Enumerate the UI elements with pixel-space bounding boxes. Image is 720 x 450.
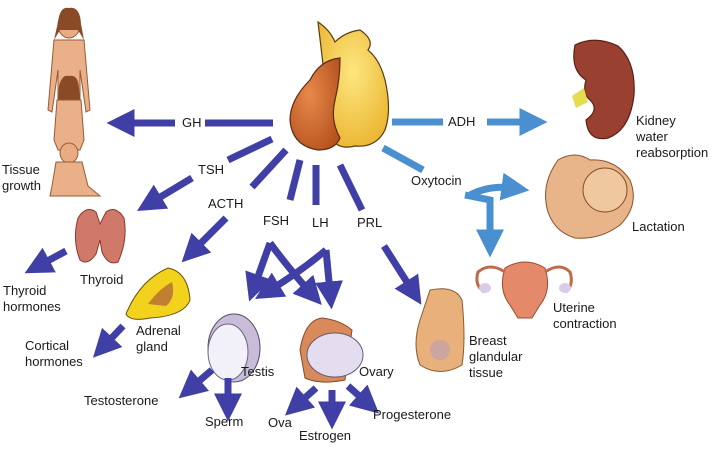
label-kidney-water-reabsorption: Kidney water reabsorption — [636, 113, 709, 160]
label-testis: Testis — [241, 364, 275, 379]
prl-arrow-head — [381, 244, 422, 305]
acth-arrow — [249, 147, 289, 190]
testis-icon — [207, 313, 261, 383]
uterus-icon — [475, 261, 573, 319]
fsh-split-arrows — [245, 241, 274, 302]
prl-arrow — [336, 163, 366, 212]
label-testosterone: Testosterone — [84, 393, 159, 408]
label-adh: ADH — [448, 114, 476, 129]
progesterone-arrow — [345, 383, 380, 414]
posterior-hormone-arrows — [381, 108, 548, 258]
lactation-arrow — [468, 172, 530, 201]
label-lactation: Lactation — [632, 219, 685, 234]
tsh-arrow-head — [136, 174, 194, 212]
label-progesterone: Progesterone — [373, 407, 452, 422]
label-estrogen: Estrogen — [299, 428, 352, 443]
label-acth: ACTH — [208, 196, 244, 211]
thyroid-icon — [74, 209, 126, 264]
oxytocin-split-arrow — [464, 191, 504, 258]
acth-arrow-head — [181, 215, 229, 263]
label-prl: PRL — [357, 215, 383, 230]
breastfeeding-icon — [545, 154, 634, 239]
adrenal-gland-icon — [125, 267, 191, 320]
oxytocin-arrow — [381, 144, 425, 174]
label-gh: GH — [182, 115, 202, 130]
lh-split-arrows — [315, 249, 343, 310]
label-thyroid-hormones: Thyroid hormones — [3, 283, 61, 314]
label-uterine-contraction: Uterine contraction — [553, 300, 617, 331]
anterior-hormone-arrows — [24, 109, 422, 430]
kidney-icon — [572, 39, 635, 140]
label-adrenal-gland: Adrenal gland — [136, 323, 181, 354]
label-tsh: TSH — [198, 162, 224, 177]
label-sperm: Sperm — [205, 414, 244, 429]
ovary-icon — [299, 317, 364, 383]
label-ova: Ova — [268, 415, 292, 430]
fsh-arrow — [286, 159, 304, 201]
label-thyroid: Thyroid — [80, 272, 124, 287]
label-fsh: FSH — [263, 213, 289, 228]
label-lh: LH — [312, 215, 329, 230]
human-growth-figures-icon — [47, 7, 102, 197]
ova-arrow — [284, 385, 319, 416]
cortical-hormones-arrow — [92, 323, 126, 358]
tsh-arrow — [226, 135, 274, 164]
label-oxytocin: Oxytocin — [411, 173, 462, 188]
breast-icon — [415, 288, 465, 372]
label-ovary: Ovary — [359, 364, 394, 379]
label-cortical-hormones: Cortical hormones — [25, 338, 83, 369]
thyroid-hormones-arrow — [24, 247, 68, 274]
pituitary-gland-icon — [289, 20, 390, 151]
label-breast-glandular-tissue: Breast glandular tissue — [469, 333, 523, 380]
label-tissue-growth: Tissue growth — [2, 162, 42, 193]
testosterone-arrow — [178, 367, 215, 399]
